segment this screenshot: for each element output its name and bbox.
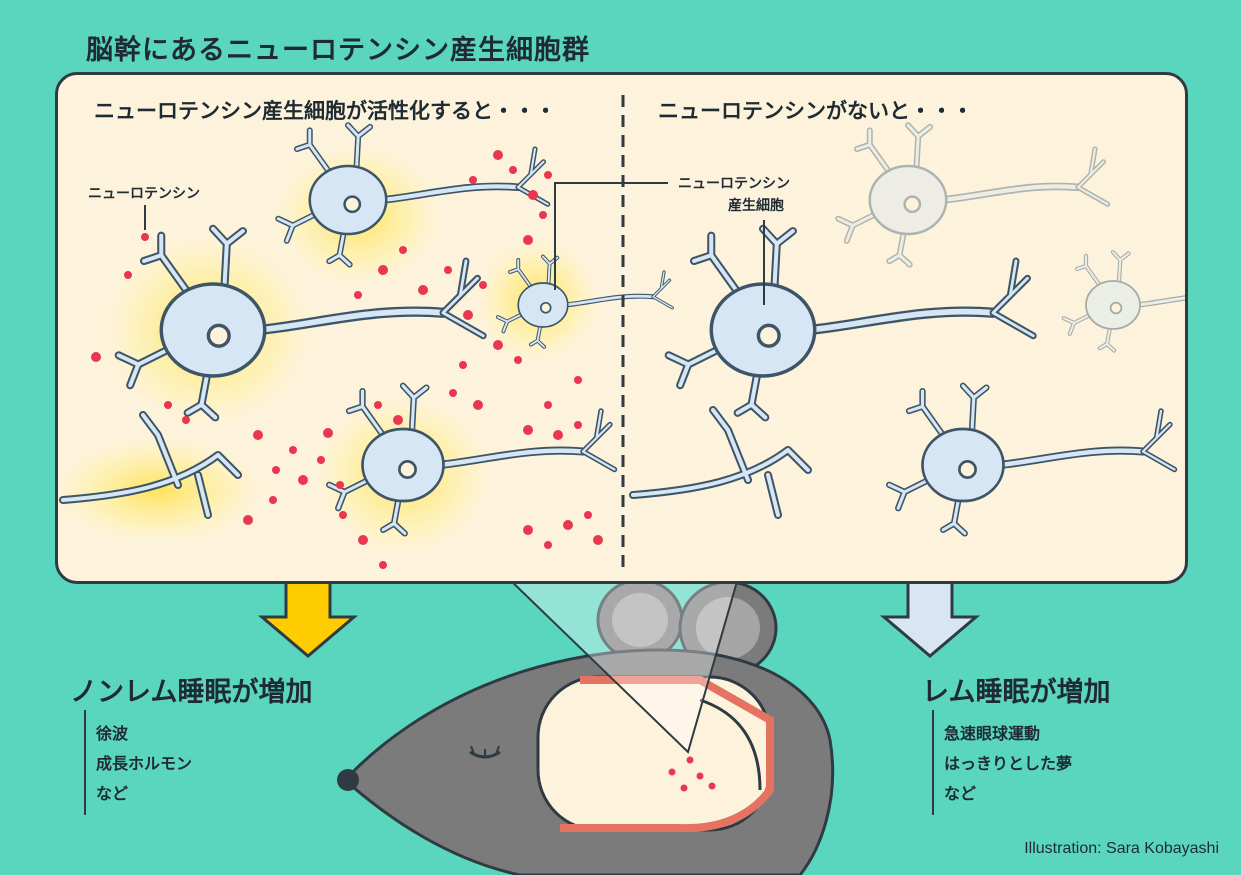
- right-outcome-item: など: [944, 780, 976, 804]
- neurotensin-cell-label-line1: ニューロテンシン: [678, 173, 790, 193]
- left-outcome-bar: [84, 710, 86, 815]
- neuron-inactive: [669, 229, 1034, 418]
- left-heading: ニューロテンシン産生細胞が活性化すると・・・: [94, 95, 556, 125]
- arrow-down-yellow: [262, 582, 354, 656]
- arrow-down-blue: [884, 582, 976, 656]
- left-outcome-title: ノンレム睡眠が増加: [70, 670, 312, 709]
- right-outcome-title: レム睡眠が増加: [922, 670, 1110, 709]
- right-heading: ニューロテンシンがないと・・・: [658, 95, 973, 125]
- neurotensin-cell-label-line2: 産生細胞: [728, 195, 784, 215]
- right-outcome-item: はっきりとした夢: [944, 750, 1072, 774]
- page-title: 脳幹にあるニューロテンシン産生細胞群: [86, 28, 590, 67]
- left-outcome-item: など: [96, 780, 128, 804]
- neuron-panel: ニューロテンシン産生細胞が活性化すると・・・ ニューロテンシンがないと・・・ ニ…: [55, 72, 1188, 584]
- left-outcome-item: 徐波: [96, 720, 128, 744]
- neurotensin-label: ニューロテンシン: [88, 183, 200, 203]
- neuron-faded: [838, 125, 1107, 264]
- neuron-inactive: [889, 386, 1174, 534]
- right-outcome-item: 急速眼球運動: [944, 720, 1040, 744]
- mouse-nose: [337, 769, 359, 791]
- right-outcome-bar: [932, 710, 934, 815]
- neurotensin-cell-faded: [1064, 252, 1185, 350]
- illustration-credit: Illustration: Sara Kobayashi: [1024, 840, 1219, 858]
- neuron-illustration: [58, 75, 1185, 581]
- left-outcome-item: 成長ホルモン: [96, 750, 192, 774]
